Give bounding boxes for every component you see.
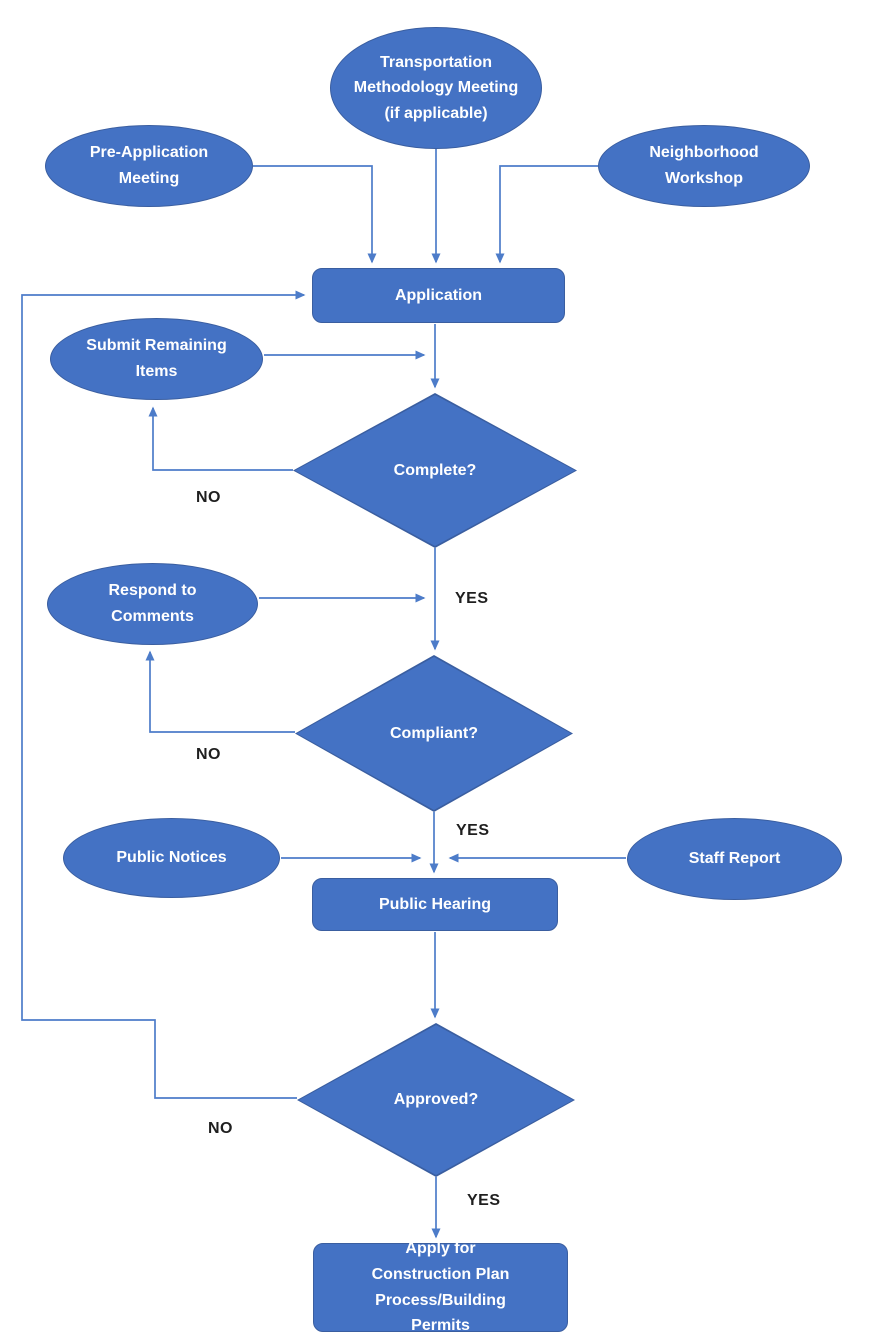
edge-complete-no-to-submit-remaining: [148, 406, 293, 471]
edge-preapplication-to-application: [253, 165, 377, 264]
node-label: Complete?: [393, 461, 477, 479]
node-label: Public Hearing: [378, 895, 492, 913]
node-apply-construction-permits: Apply for Construction Plan Process/Buil…: [313, 1240, 568, 1334]
node-public-notices: Public Notices: [63, 818, 280, 898]
node-transportation-methodology-meeting: Transportation Methodology Meeting (if a…: [330, 27, 542, 149]
node-pre-application-meeting: Pre-Application Meeting: [45, 125, 253, 207]
node-neighborhood-workshop: Neighborhood Workshop: [598, 125, 810, 207]
edge-neighborhood-to-application: [495, 165, 598, 264]
node-label: Apply for Construction Plan Process/Buil…: [371, 1240, 510, 1335]
node-approved-decision: Approved?: [297, 1023, 575, 1177]
node-application: Application: [312, 268, 565, 323]
node-label: Compliant?: [390, 724, 478, 742]
edge-approved-no-to-application: [21, 290, 306, 1099]
node-submit-remaining-items: Submit Remaining Items: [50, 318, 263, 400]
node-staff-report: Staff Report: [627, 818, 842, 900]
node-label: Transportation Methodology Meeting (if a…: [353, 53, 519, 122]
node-label: Staff Report: [688, 850, 781, 868]
edge-label-complete-no: NO: [196, 489, 221, 506]
node-label: Public Notices: [116, 849, 227, 867]
node-label: Submit Remaining Items: [86, 337, 227, 380]
edge-label-compliant-no: NO: [196, 746, 221, 763]
node-label: Approved?: [393, 1091, 479, 1109]
node-label: Pre-Application Meeting: [89, 144, 209, 187]
node-label: Respond to Comments: [108, 582, 197, 625]
node-respond-to-comments: Respond to Comments: [47, 563, 258, 645]
edge-label-compliant-yes: YES: [456, 822, 490, 839]
node-public-hearing: Public Hearing: [312, 878, 558, 931]
edge-label-approved-yes: YES: [467, 1192, 501, 1209]
edge-compliant-no-to-respond-comments: [145, 650, 295, 733]
node-label: Neighborhood Workshop: [649, 144, 759, 187]
node-complete-decision: Complete?: [293, 393, 577, 548]
edge-label-approved-no: NO: [208, 1120, 233, 1137]
node-label: Application: [394, 286, 483, 304]
edge-label-complete-yes: YES: [455, 590, 489, 607]
node-compliant-decision: Compliant?: [295, 655, 573, 812]
